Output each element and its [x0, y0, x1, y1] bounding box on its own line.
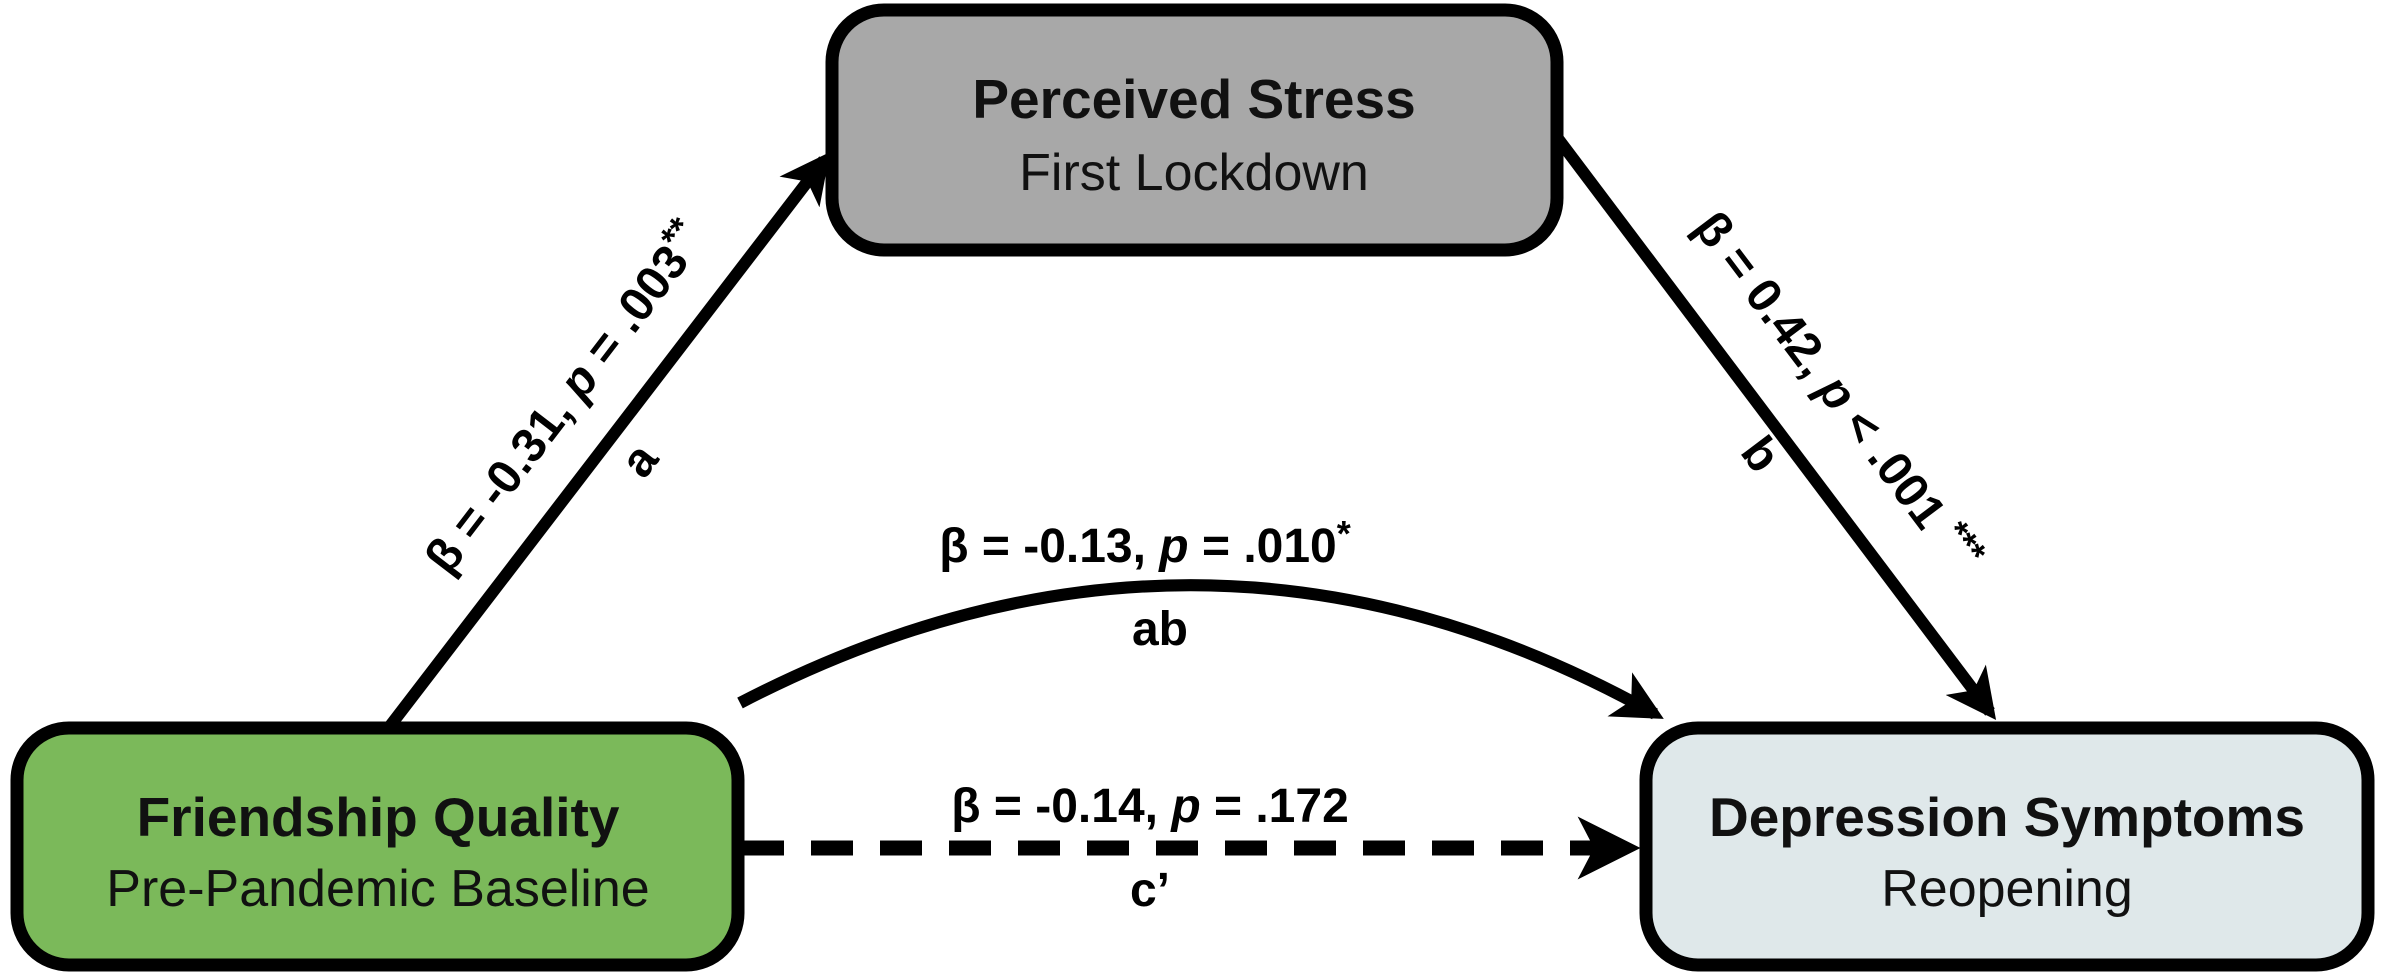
- node-outcome-subtitle: Reopening: [1881, 860, 2133, 918]
- node-outcome-box: [1639, 721, 2375, 972]
- path-a-letter: a: [611, 434, 669, 488]
- path-ab-beta: β = -0.13,: [939, 520, 1159, 573]
- node-mediator-box: [825, 3, 1564, 257]
- node-mediator-subtitle: First Lockdown: [1019, 144, 1369, 202]
- node-predictor-title: Friendship Quality: [137, 786, 620, 848]
- node-mediator: Perceived Stress First Lockdown: [825, 3, 1564, 257]
- path-c-prime-value: = .172: [1201, 780, 1349, 833]
- path-c-prime-beta: β = -0.14,: [951, 780, 1171, 833]
- path-b-beta: β = 0.42,: [1684, 202, 1849, 397]
- path-a-beta: β = -0.31,: [415, 377, 591, 584]
- path-ab-p: p: [1157, 520, 1188, 573]
- node-mediator-title: Perceived Stress: [972, 68, 1415, 130]
- path-c-prime-letter: c’: [1130, 864, 1170, 917]
- path-c-prime-label: β = -0.14, p = .172: [951, 780, 1349, 833]
- node-predictor-box: [10, 721, 745, 972]
- node-outcome: Depression Symptoms Reopening: [1639, 721, 2375, 972]
- path-b-label: β = 0.42, p < .001 ***: [1684, 198, 1995, 583]
- node-predictor-subtitle: Pre-Pandemic Baseline: [106, 860, 649, 918]
- path-a-label: β = -0.31, p = .003**: [410, 209, 717, 583]
- path-a-line: [385, 152, 831, 730]
- path-b-line: [1551, 132, 1997, 721]
- path-ab-letter: ab: [1132, 603, 1188, 656]
- node-predictor: Friendship Quality Pre-Pandemic Baseline: [10, 721, 745, 972]
- path-ab-stars: *: [1337, 513, 1351, 554]
- path-ab-value: = .010: [1189, 520, 1337, 573]
- path-a-value: = .003: [567, 236, 699, 386]
- path-ab-label: β = -0.13, p = .010*: [939, 513, 1351, 573]
- node-outcome-title: Depression Symptoms: [1709, 786, 2305, 848]
- path-ab-curve: [737, 579, 1664, 720]
- path-c-prime-p: p: [1169, 780, 1200, 833]
